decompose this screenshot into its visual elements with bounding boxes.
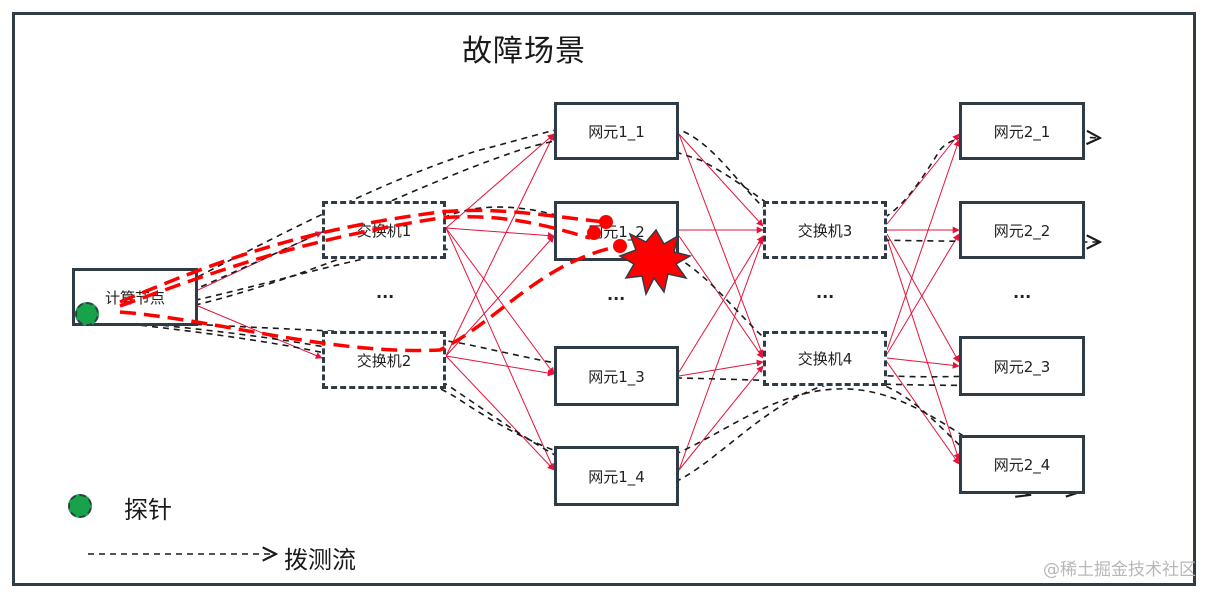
ellipsis-ne2-col: ...: [1013, 283, 1032, 302]
link-sw3-ne2_4: [886, 237, 961, 461]
link-sw2-ne1_4: [445, 355, 555, 471]
watermark: @稀土掘金技术社区: [1043, 560, 1196, 580]
fault-point-3: [613, 239, 627, 253]
node-ne2-3-label: 网元2_3: [993, 357, 1051, 376]
link-sw1-ne1_1: [445, 133, 555, 229]
node-switch-2-label: 交换机2: [356, 351, 412, 370]
diagram-title: 故障场景: [462, 34, 586, 69]
node-switch-4-label: 交换机4: [797, 350, 853, 368]
link-sw3-ne2_3: [886, 233, 960, 363]
node-ne1-1[interactable]: 网元1_1: [554, 102, 679, 160]
probe-icon: [75, 302, 99, 326]
node-ne2-4-label: 网元2_4: [993, 456, 1051, 474]
node-ne1-4-label: 网元1_4: [588, 467, 645, 486]
node-ne1-1-label: 网元1_1: [588, 122, 645, 141]
link-sw3-ne2_1: [886, 133, 960, 225]
link-ne1_4-sw4: [678, 365, 764, 471]
node-switch-1[interactable]: 交换机1: [322, 201, 446, 259]
fault-flow-3: [119, 244, 621, 353]
legend-probe-icon: [68, 494, 92, 518]
node-ne2-2[interactable]: 网元2_2: [959, 201, 1085, 259]
ellipsis-ne1-col: ...: [607, 285, 626, 304]
legend-flow-label: 拨测流: [284, 546, 356, 574]
link-sw2-ne1_3: [445, 355, 555, 377]
node-switch-3[interactable]: 交换机3: [763, 201, 887, 259]
ellipsis-switch-col1: ...: [376, 283, 395, 302]
flow-path-2: [129, 136, 1100, 317]
link-ne1_1-sw3: [678, 133, 764, 227]
node-ne2-1[interactable]: 网元2_1: [959, 102, 1085, 160]
link-sw1-ne1_2: [445, 227, 555, 240]
link-sw2-ne1_1: [445, 133, 555, 357]
link-ne1_4-sw3: [678, 237, 765, 471]
link-compute-sw1: [197, 231, 323, 291]
node-ne2-2-label: 网元2_2: [993, 221, 1051, 240]
link-ne1_3-sw4: [678, 359, 764, 377]
node-ne2-3[interactable]: 网元2_3: [959, 336, 1085, 396]
legend-probe-label: 探针: [124, 496, 172, 524]
node-ne1-3-label: 网元1_3: [588, 367, 645, 386]
fault-point-2: [587, 226, 601, 240]
diagram-frame: [12, 12, 1196, 586]
node-ne1-4[interactable]: 网元1_4: [554, 446, 679, 506]
link-ne1_3-sw3: [678, 235, 764, 373]
link-ne1_2-sw4: [678, 235, 764, 359]
link-sw4-ne2_3: [886, 357, 960, 369]
node-switch-4[interactable]: 交换机4: [763, 331, 887, 386]
node-switch-2[interactable]: 交换机2: [322, 331, 446, 389]
link-sw4-ne2_1: [886, 139, 961, 351]
fault-flow-1: [119, 208, 607, 304]
link-sw4-ne2_2: [886, 233, 960, 355]
link-compute-sw2: [197, 305, 323, 359]
fault-burst-icon: [618, 228, 692, 297]
node-ne2-4[interactable]: 网元2_4: [959, 435, 1085, 494]
node-switch-3-label: 交换机3: [797, 221, 853, 240]
node-ne2-1-label: 网元2_1: [993, 122, 1051, 141]
link-sw4-ne2_4: [886, 361, 960, 465]
flow-path-1: [129, 120, 1100, 313]
link-ne1_1-sw4: [678, 133, 765, 357]
node-ne1-3[interactable]: 网元1_3: [554, 346, 679, 406]
link-sw1-ne1_3: [445, 227, 555, 375]
fault-point-1: [599, 215, 613, 229]
fault-flow-2: [119, 215, 591, 308]
ellipsis-switch-col2: ...: [816, 283, 835, 302]
link-sw1-ne1_4: [445, 227, 555, 471]
